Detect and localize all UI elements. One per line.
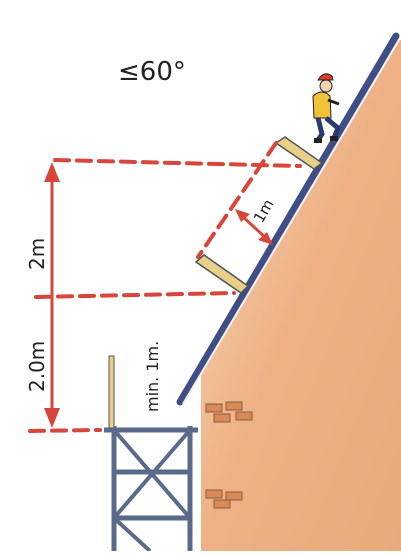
edge-distance-label: 1m <box>250 196 278 226</box>
roof-slope <box>176 32 400 406</box>
guard-height-label: min. 1m. <box>143 341 162 412</box>
height-lower-label: 2.0m <box>25 341 49 392</box>
height-upper-label: 2m <box>25 238 49 270</box>
height-dimension-arrow <box>44 162 60 428</box>
lower-roof-guard <box>194 254 250 294</box>
brick-patches <box>205 401 253 509</box>
edge-distance-arrow <box>235 209 273 245</box>
building-wall <box>201 40 401 551</box>
upper-roof-guard <box>274 136 324 170</box>
scaffold-icon <box>104 426 198 553</box>
dimension-dashed-lines <box>28 141 302 433</box>
guardrail-post-icon <box>108 355 115 429</box>
angle-label: ≤60° <box>118 57 186 87</box>
roofer-worker-icon <box>312 73 341 143</box>
